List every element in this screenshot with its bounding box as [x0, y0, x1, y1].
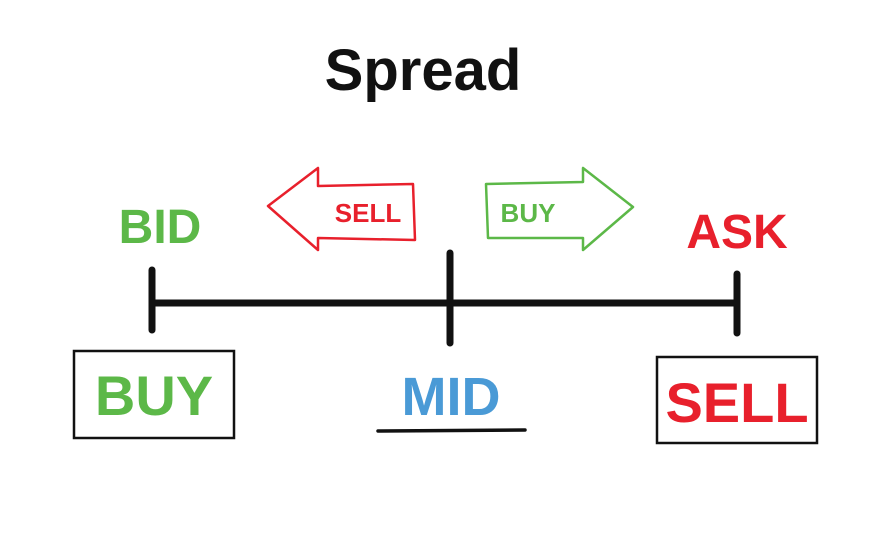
sell-arrow-left: SELL — [266, 166, 417, 252]
mid-label: MID — [402, 367, 501, 427]
mid-marker: MID — [376, 367, 527, 433]
sell-arrow-label: SELL — [335, 198, 402, 228]
spread-line — [148, 249, 741, 347]
bid-label: BID — [119, 201, 202, 254]
ask-label: ASK — [686, 206, 788, 259]
buy-box-label: BUY — [95, 364, 213, 427]
mid-underline — [376, 428, 527, 433]
buy-arrow-label: BUY — [501, 198, 556, 228]
buy-arrow-right: BUY — [484, 166, 635, 252]
diagram-title: Spread — [325, 38, 522, 103]
sell-box-label: SELL — [665, 371, 808, 434]
sell-box: SELL — [655, 355, 819, 445]
buy-box: BUY — [72, 349, 236, 440]
